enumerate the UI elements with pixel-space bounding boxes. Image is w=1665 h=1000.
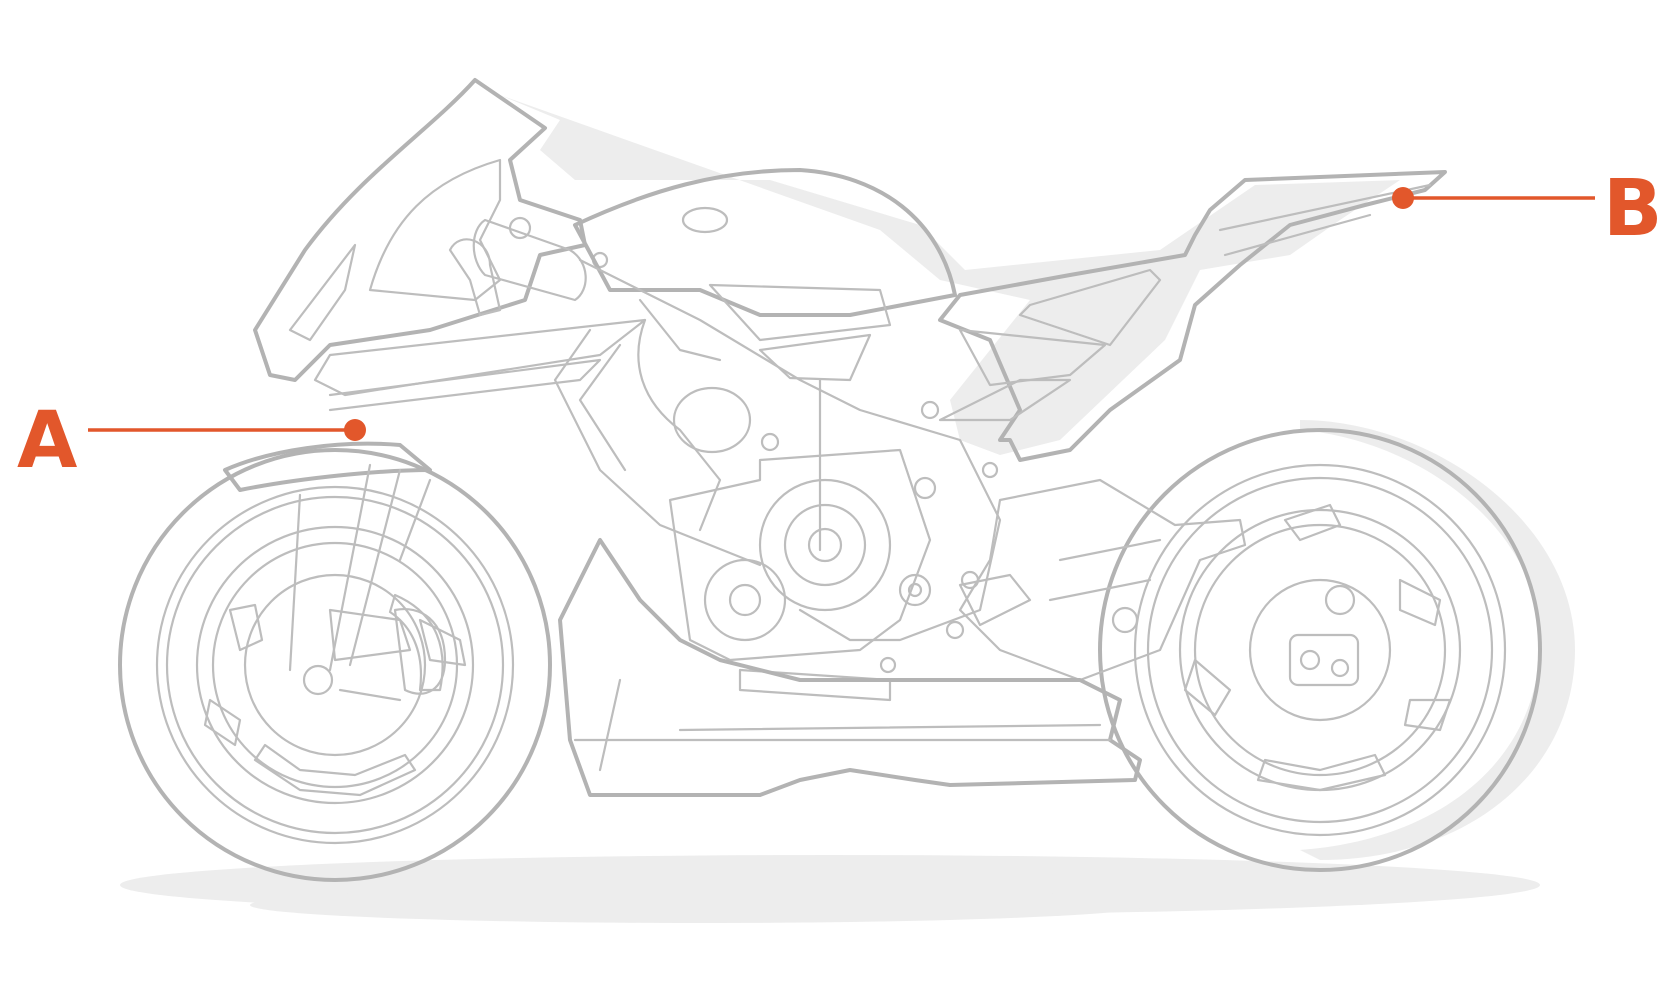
tail-section <box>920 170 1447 479</box>
front-fork <box>223 441 447 702</box>
front-wheel <box>118 448 552 882</box>
belly-pan <box>558 538 1142 797</box>
body-shadow <box>500 95 1575 860</box>
rear-wheel <box>1098 428 1542 872</box>
callout-a: A <box>17 396 366 486</box>
front-fairing <box>253 78 647 412</box>
callout-b-marker <box>1392 187 1414 209</box>
callout-b: B <box>1392 164 1662 254</box>
callout-a-label: A <box>17 396 77 486</box>
swingarm <box>945 478 1247 682</box>
callout-a-marker <box>344 419 366 441</box>
engine <box>668 432 937 702</box>
ground-shadow <box>120 855 1540 923</box>
callout-b-label: B <box>1603 164 1662 254</box>
